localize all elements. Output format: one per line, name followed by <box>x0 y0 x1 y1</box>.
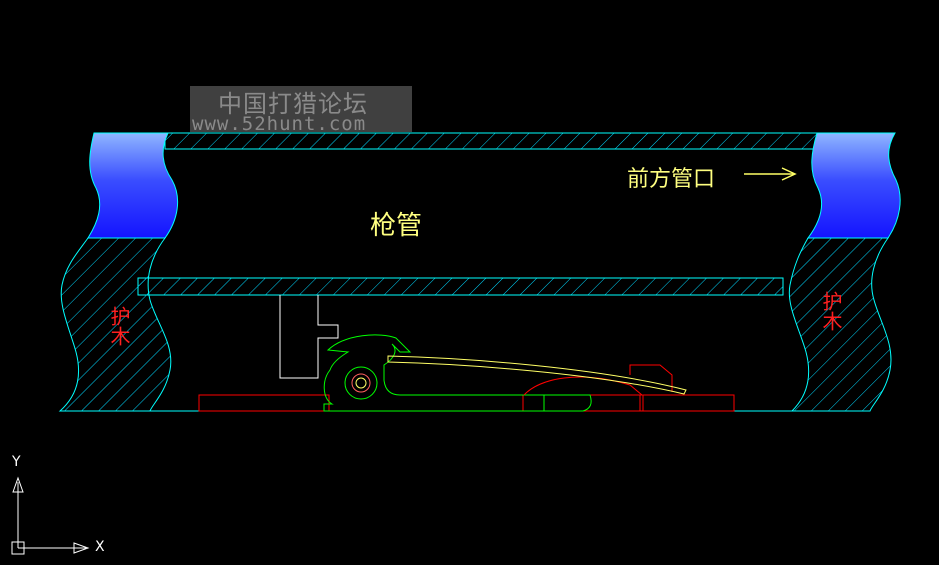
muzzle-direction-label: 前方管口 <box>627 167 716 192</box>
pivot-core <box>355 377 367 389</box>
barrel-label: 枪管 <box>370 211 423 241</box>
right-wood-upper <box>807 132 901 239</box>
barrel-top-wall <box>164 132 818 150</box>
left-guard-hatched <box>58 237 172 412</box>
base-plate-mid <box>522 394 644 412</box>
trigger-tab <box>629 364 673 392</box>
barrel-bottom-wall <box>137 277 784 296</box>
sear-piece <box>543 394 592 412</box>
ucs-x-arrow <box>73 542 90 554</box>
mount-bracket <box>279 295 339 379</box>
mechanism-body <box>323 334 545 412</box>
pivot-outer <box>344 366 378 400</box>
ucs-y-label: Y <box>12 454 21 470</box>
ucs-y-arrow <box>12 476 24 493</box>
leaf-spring <box>387 355 687 395</box>
ucs-x-label: X <box>95 539 105 555</box>
right-guard-hatched <box>788 237 892 412</box>
base-plate-left <box>198 394 330 412</box>
right-guard-label: 护木 <box>819 291 843 331</box>
watermark-title: 中国打猎论坛 <box>218 90 368 118</box>
left-guard-label: 护木 <box>107 306 131 346</box>
pivot-inner <box>351 373 371 393</box>
trigger-arc <box>523 376 643 396</box>
ucs-origin-box <box>11 541 25 555</box>
watermark-url: www.52hunt.com <box>192 113 367 135</box>
base-plate-right <box>639 394 735 412</box>
watermark-box <box>190 86 412 132</box>
left-wood-upper <box>87 132 179 239</box>
muzzle-arrow-head <box>781 167 797 181</box>
